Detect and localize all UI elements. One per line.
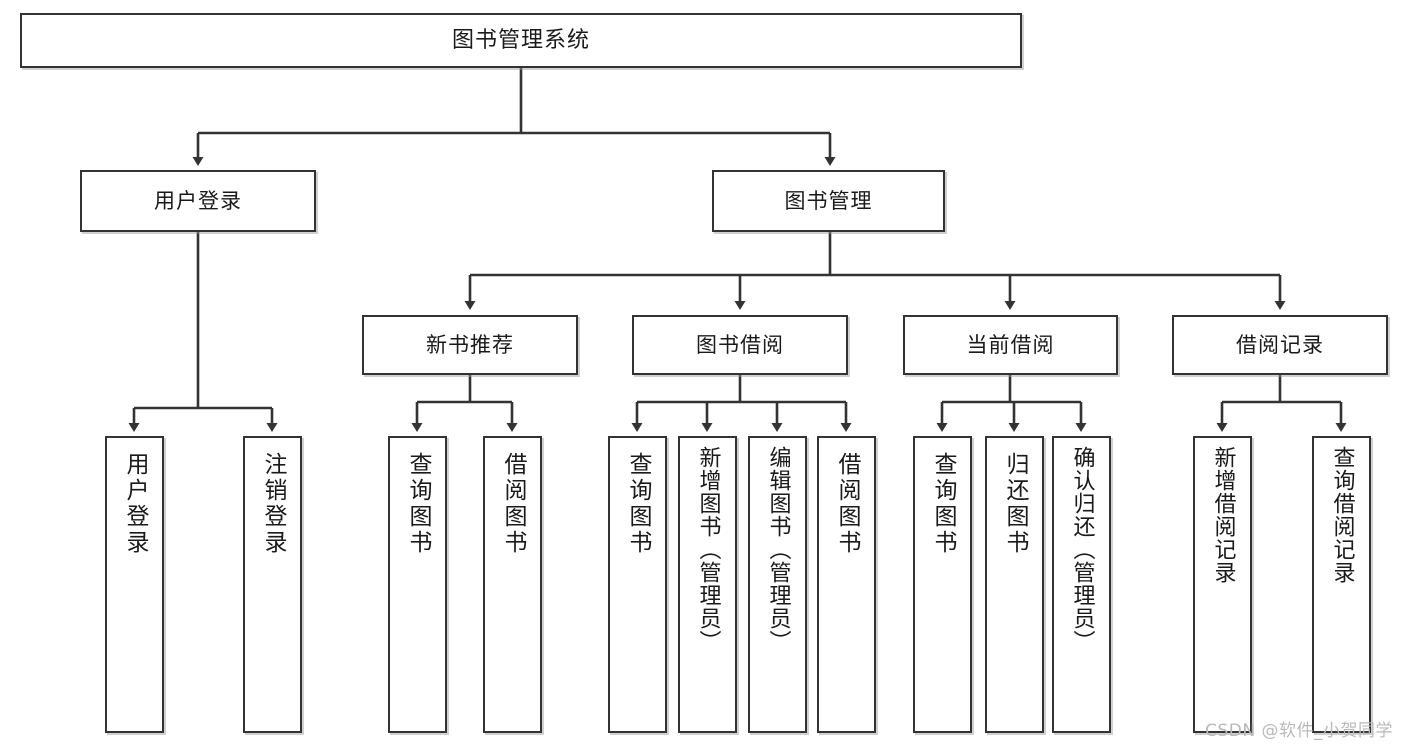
node-leaf-query-borrow-record[interactable]: 查询借阅记录 — [1312, 436, 1371, 733]
node-label: 注销登录 — [260, 452, 286, 556]
node-leaf-edit-book[interactable]: 编辑图书（管理员） — [748, 436, 807, 733]
node-user-login[interactable]: 用户登录 — [80, 170, 316, 232]
node-label: 查询图书 — [405, 452, 431, 556]
node-leaf-add-book[interactable]: 新增图书（管理员） — [678, 436, 737, 733]
node-label: 新增借阅记录 — [1210, 446, 1236, 584]
node-leaf-add-borrow-record[interactable]: 新增借阅记录 — [1193, 436, 1252, 733]
node-label: 查询图书 — [625, 452, 651, 556]
node-label: 确认归还（管理员） — [1069, 446, 1095, 653]
node-label: 查询图书 — [930, 452, 956, 556]
node-new-book-recommend[interactable]: 新书推荐 — [362, 315, 578, 375]
node-leaf-query-book-3[interactable]: 查询图书 — [913, 436, 972, 733]
node-leaf-query-book-2[interactable]: 查询图书 — [608, 436, 667, 733]
node-label: 借阅图书 — [500, 452, 526, 556]
node-leaf-query-book-1[interactable]: 查询图书 — [388, 436, 447, 733]
node-leaf-confirm-return[interactable]: 确认归还（管理员） — [1052, 436, 1111, 733]
node-label: 用户登录 — [122, 452, 148, 556]
node-label: 新增图书（管理员） — [695, 446, 721, 653]
node-leaf-return-book[interactable]: 归还图书 — [985, 436, 1044, 733]
node-leaf-borrow-book-1[interactable]: 借阅图书 — [483, 436, 542, 733]
node-label: 编辑图书（管理员） — [765, 446, 791, 653]
node-leaf-logout-login[interactable]: 注销登录 — [243, 436, 302, 733]
node-leaf-borrow-book-2[interactable]: 借阅图书 — [817, 436, 876, 733]
node-label: 图书借阅 — [696, 332, 784, 357]
node-label: 图书管理 — [784, 188, 873, 213]
node-label: 查询借阅记录 — [1329, 446, 1355, 584]
node-book-borrow[interactable]: 图书借阅 — [632, 315, 848, 375]
node-label: 当前借阅 — [966, 332, 1055, 357]
node-label: 新书推荐 — [426, 332, 514, 357]
node-label: 借阅图书 — [834, 452, 860, 556]
node-borrow-record[interactable]: 借阅记录 — [1172, 315, 1388, 375]
node-current-borrow[interactable]: 当前借阅 — [903, 315, 1118, 375]
node-book-management[interactable]: 图书管理 — [712, 170, 945, 232]
node-label: 借阅记录 — [1236, 332, 1324, 357]
node-label: 归还图书 — [1002, 452, 1028, 556]
node-root-book-management-system[interactable]: 图书管理系统 — [20, 13, 1022, 68]
node-leaf-user-login[interactable]: 用户登录 — [105, 436, 164, 733]
watermark: CSDN @软件_小贺同学 — [1205, 721, 1393, 741]
node-label: 用户登录 — [154, 188, 242, 213]
node-label: 图书管理系统 — [451, 27, 590, 53]
